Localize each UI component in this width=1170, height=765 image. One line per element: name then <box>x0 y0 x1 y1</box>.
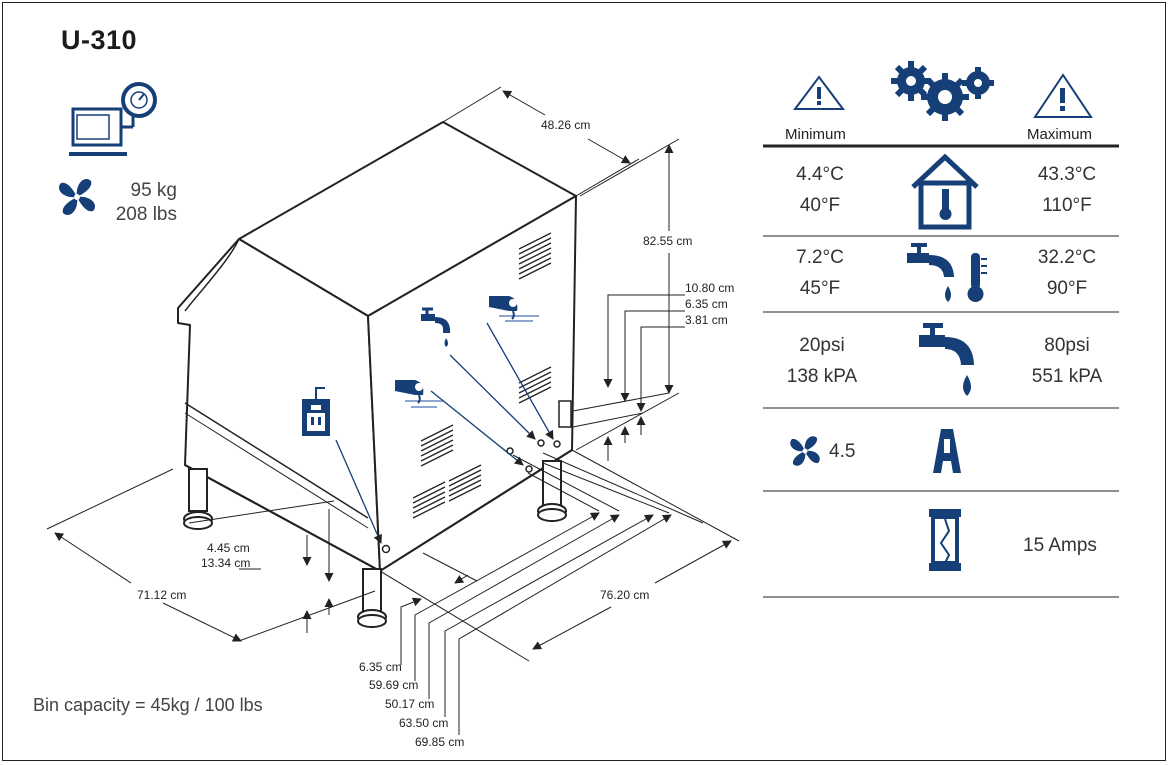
ambient-min-f: 40°F <box>799 195 841 216</box>
ambient-min-c: 4.4°C <box>796 164 844 185</box>
drain-icon-top <box>489 296 539 322</box>
ambient-max-f: 110°F <box>1042 195 1092 216</box>
dim-bottom-c: 50.17 cm <box>385 697 435 711</box>
dim-depth: 76.20 cm <box>600 588 650 602</box>
dim-side-a: 10.80 cm <box>685 281 735 295</box>
dim-top-depth: 48.26 cm <box>541 118 591 132</box>
spec-table-lines <box>763 144 1119 598</box>
fuse-icon <box>929 509 961 571</box>
electrical-amps: 15 Amps <box>1023 535 1097 556</box>
ambient-min: 4.4°C 40°F <box>779 164 861 217</box>
dim-bottom-b: 59.69 cm <box>369 678 419 692</box>
amperage-icon <box>933 429 961 473</box>
leader-lines <box>335 322 554 544</box>
water-pressure-min-psi: 20psi <box>799 335 845 356</box>
ice-machine-cabinet <box>177 121 577 572</box>
dim-width: 71.12 cm <box>137 588 187 602</box>
connection-ports <box>381 400 572 554</box>
dim-side-c: 3.81 cm <box>685 313 728 327</box>
dim-bottom-a: 6.35 cm <box>359 660 402 674</box>
product-drawing <box>46 82 740 735</box>
scale-icon <box>69 82 157 156</box>
water-temp-max-f: 90°F <box>1046 278 1088 299</box>
water-pressure-max-kpa: 551 kPA <box>1031 366 1103 387</box>
model-title: U-310 <box>61 25 138 55</box>
water-pressure-max: 80psi 551 kPA <box>1019 335 1115 388</box>
water-pressure-min: 20psi 138 kPA <box>775 335 869 388</box>
water-pressure-icon <box>919 323 974 396</box>
fan-value: 4.5 <box>829 441 856 462</box>
water-temp-min-c: 7.2°C <box>796 247 844 268</box>
cabinet-legs <box>183 460 567 628</box>
dim-low-a: 4.45 cm <box>207 541 250 555</box>
bin-capacity: Bin capacity = 45kg / 100 lbs <box>33 695 263 715</box>
water-temp-max-c: 32.2°C <box>1037 247 1097 268</box>
ambient-max-c: 43.3°C <box>1037 164 1097 185</box>
weight-lbs: 208 lbs <box>115 204 177 225</box>
water-tap-icon-small <box>421 307 450 347</box>
weight-values: 95 kg 208 lbs <box>111 179 177 227</box>
ambient-max: 43.3°C 110°F <box>1021 164 1113 217</box>
minimum-header: Minimum <box>785 126 846 143</box>
warning-icon-min <box>793 75 845 110</box>
water-temp-min-f: 45°F <box>799 278 841 299</box>
dimension-lines <box>46 86 740 735</box>
gears-icon <box>891 61 994 121</box>
warning-icon-max <box>1033 73 1093 118</box>
cabinet-vents <box>412 232 552 519</box>
water-pressure-min-kpa: 138 kPA <box>786 366 858 387</box>
water-temp-max: 32.2°C 90°F <box>1021 247 1113 300</box>
dim-low-b: 13.34 cm <box>201 556 251 570</box>
dim-bottom-d: 63.50 cm <box>399 716 449 730</box>
drain-icon-bottom <box>395 380 443 408</box>
water-pressure-max-psi: 80psi <box>1044 335 1090 356</box>
dim-bottom-e: 69.85 cm <box>415 735 465 749</box>
ambient-temperature-icon <box>911 153 979 230</box>
spec-table-graphics <box>763 61 1119 598</box>
weight-kg: 95 kg <box>130 180 177 201</box>
power-outlet-icon <box>302 387 330 436</box>
dim-height: 82.55 cm <box>643 234 693 248</box>
water-temp-min: 7.2°C 45°F <box>779 247 861 300</box>
fan-icon-table <box>790 436 820 466</box>
dim-side-b: 6.35 cm <box>685 297 728 311</box>
water-temperature-icon <box>907 243 987 302</box>
fan-icon <box>58 178 96 216</box>
maximum-header: Maximum <box>1027 126 1093 143</box>
